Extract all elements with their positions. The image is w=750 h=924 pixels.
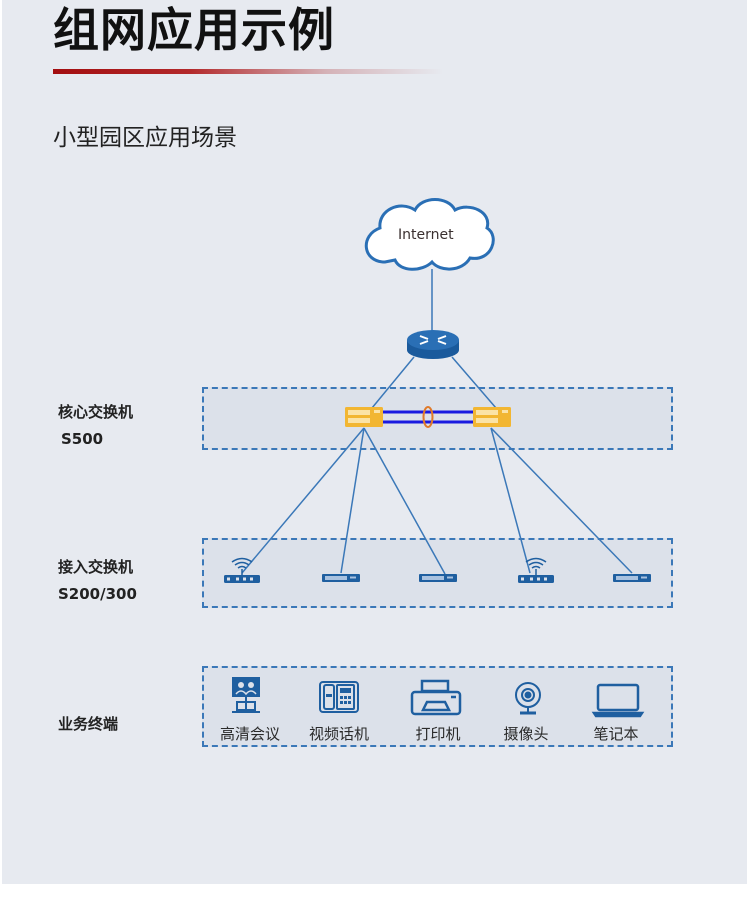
printer-icon — [410, 679, 462, 716]
link-core-access-3 — [363, 427, 446, 575]
tier-model-core: S500 — [61, 430, 104, 448]
uplinks — [241, 427, 633, 575]
terminal-label-printer: 打印机 — [415, 725, 461, 743]
wireless-access-switch-icon — [518, 557, 554, 583]
section-subtitle: 小型园区应用场景 — [53, 125, 237, 151]
access-switch-icon — [322, 574, 360, 582]
tier-model-access: S200/300 — [58, 585, 137, 603]
router-icon — [407, 330, 459, 359]
core-switch-left-icon — [345, 407, 383, 427]
terminal-label-laptop: 笔记本 — [593, 725, 639, 743]
terminal-label-conference: 高清会议 — [219, 725, 280, 743]
access-switch-icon — [613, 574, 651, 582]
stack-ring-icon — [422, 406, 434, 428]
core-switch-right-icon — [473, 407, 511, 427]
access-switch-icon — [419, 574, 457, 582]
terminal-label-webcam: 摄像头 — [503, 725, 549, 743]
tier-label-terminal: 业务终端 — [58, 715, 119, 733]
terminal-label-video-phone: 视频话机 — [308, 725, 369, 743]
link-router-core-right — [451, 356, 497, 409]
access-switch-zone — [202, 538, 673, 608]
video-phone-icon — [319, 681, 359, 713]
link-router-core-left — [371, 356, 415, 409]
link-core-access-1 — [241, 427, 365, 574]
laptop-icon — [591, 683, 645, 718]
internet-cloud-icon — [364, 198, 495, 271]
link-core-access-2 — [340, 427, 365, 574]
title-underline — [53, 69, 443, 74]
video-conference-icon — [232, 677, 260, 713]
terminal-zone — [202, 666, 673, 747]
link-core-access-4 — [490, 427, 531, 574]
page-title: 组网应用示例 — [53, 3, 335, 57]
webcam-icon — [515, 682, 541, 715]
internet-label: Internet — [398, 227, 454, 243]
link-core-access-5 — [490, 427, 633, 574]
tier-label-access: 接入交换机 — [58, 558, 134, 576]
wireless-access-switch-icon — [224, 557, 260, 583]
core-switch-zone — [202, 387, 673, 450]
tier-label-core: 核心交换机 — [58, 403, 134, 421]
